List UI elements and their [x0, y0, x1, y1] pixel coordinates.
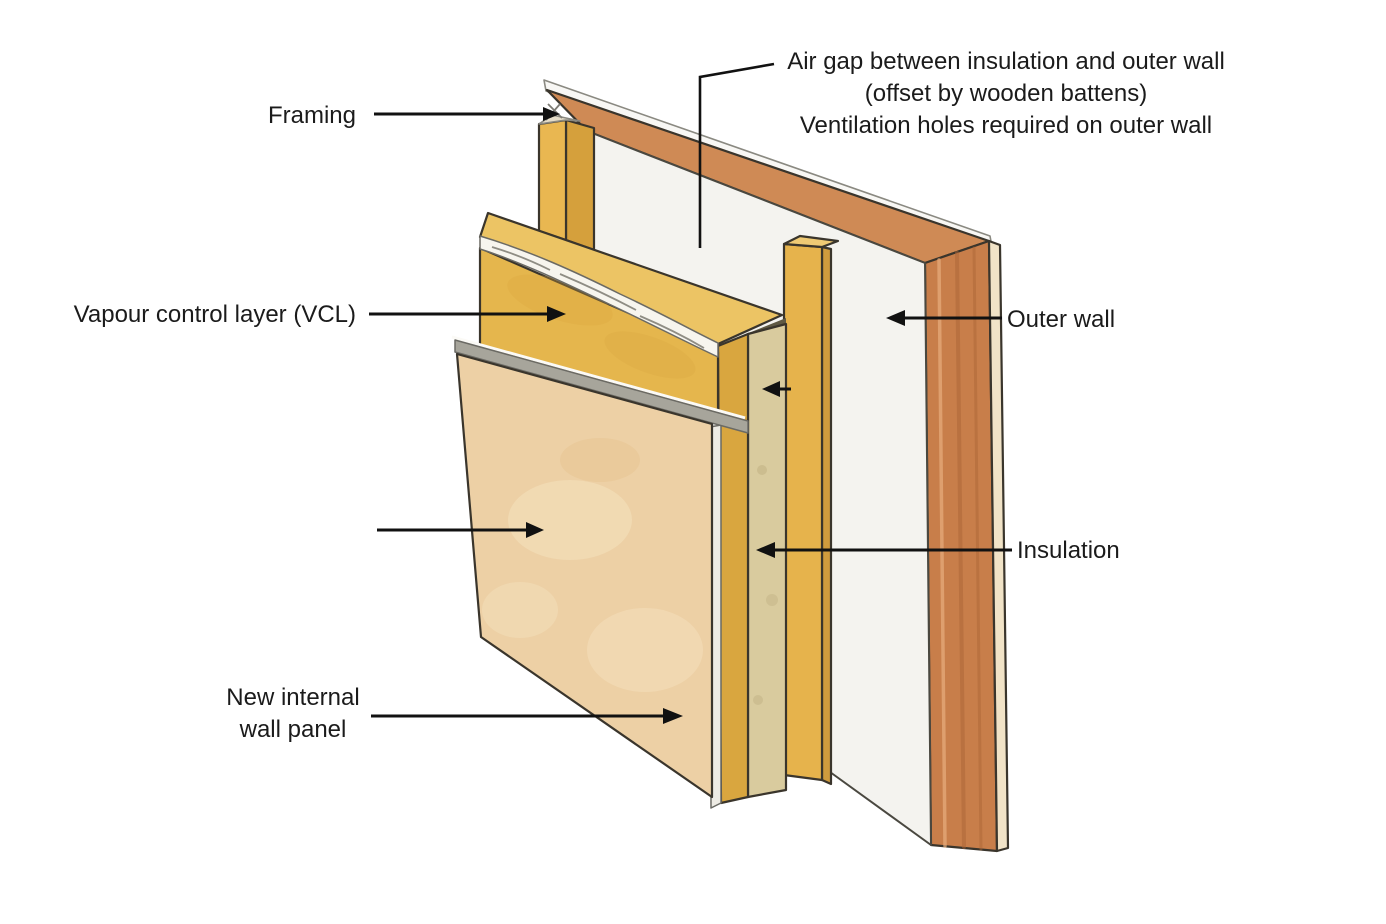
framing-label: Framing [267, 102, 356, 129]
panel-mottle [482, 582, 558, 638]
air-gap-leader [698, 62, 775, 248]
panel-mottle [560, 438, 640, 482]
insulation-label: Insulation [1017, 537, 1120, 564]
panel-mottle [508, 480, 632, 560]
panel-top-highlight [451, 335, 746, 420]
internal-panel-label: New internal wall panel [168, 682, 418, 746]
internal-panel-label-line1: New internal [226, 684, 360, 711]
internal-panel-arrow [371, 708, 683, 724]
batten-front [782, 242, 824, 782]
outer-wall-arrow [886, 310, 1002, 326]
insulation-texture [766, 594, 778, 606]
vcl-mottle [604, 331, 696, 379]
framing-arrow [374, 107, 560, 121]
batten-top [782, 234, 840, 249]
air-gap-label-line1: Air gap between insulation and outer wal… [787, 48, 1225, 75]
panel-top-gray-strip [454, 339, 749, 434]
insulation-texture [757, 465, 767, 475]
insulation-layer-edge [746, 322, 788, 799]
internal-panel-label-line2: wall panel [239, 716, 347, 743]
insulation-arrow [756, 542, 1012, 558]
vcl-side-edge [716, 332, 750, 805]
outer-wall-cream-edge [987, 239, 1010, 853]
internal-wall-panel-face [455, 352, 714, 799]
air-gap-label-line2: (offset by wooden battens) [864, 80, 1148, 107]
air-gap-label-line3: Ventilation holes required on outer wall [799, 112, 1213, 139]
framing-stud-front [537, 118, 568, 242]
framing-stud-side [564, 118, 596, 252]
vcl-arrow [369, 306, 566, 322]
wood-grain-line [937, 258, 947, 848]
outer-wall-label: Outer wall [1007, 306, 1116, 333]
insulation-small-arrow [762, 381, 791, 397]
insulation-texture [753, 695, 763, 705]
air-gap-label: Air gap between insulation and outer wal… [782, 46, 1230, 142]
membrane-squiggle [491, 246, 705, 349]
panel-mottle [587, 608, 703, 692]
vcl-mottle [507, 274, 613, 326]
vcl-membrane [479, 235, 719, 358]
vcl-label: Vapour control layer (VCL) [73, 301, 356, 328]
batten-side [820, 245, 833, 786]
panel-unlabeled-arrow [377, 522, 544, 538]
